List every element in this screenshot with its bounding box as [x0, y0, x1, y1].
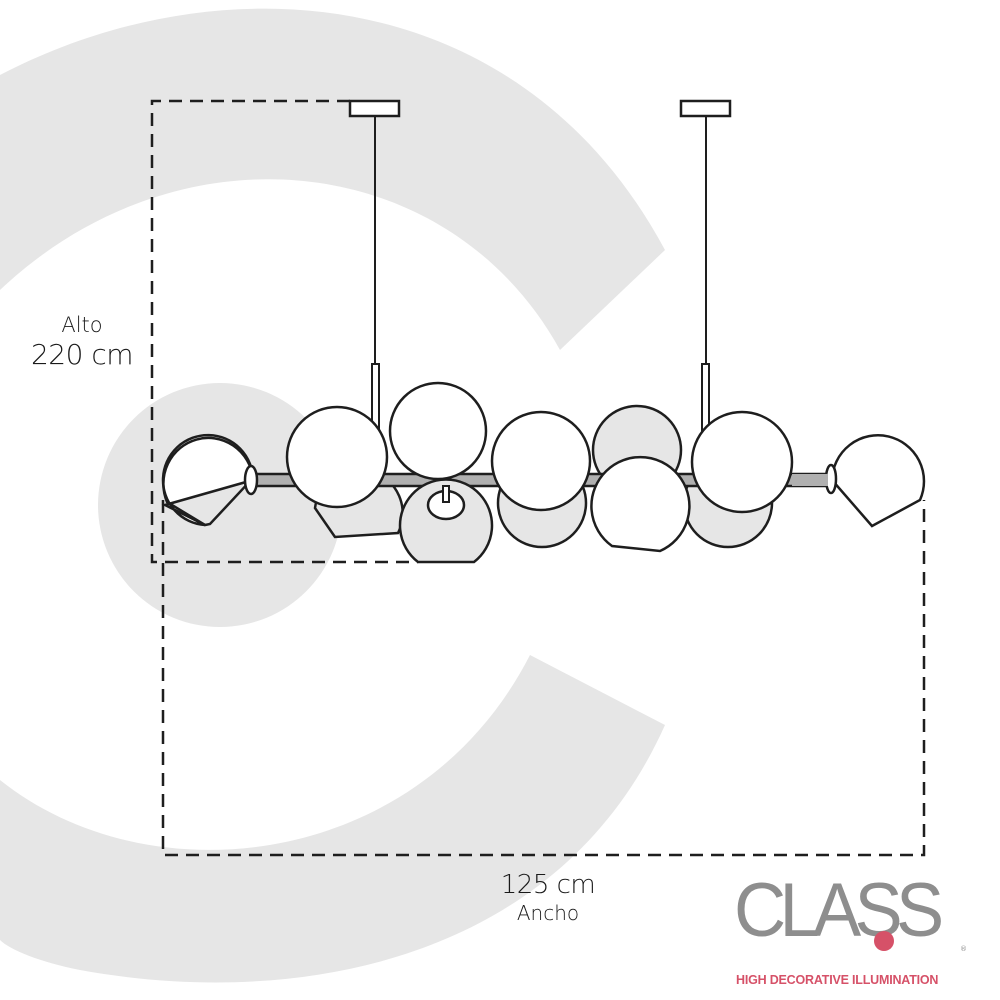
globe-lower-center — [398, 478, 494, 564]
globe-front-5 — [690, 410, 794, 514]
globe-lower-center-socket — [442, 485, 450, 503]
globe-lower-center-body — [398, 478, 494, 564]
registered-mark: ® — [960, 945, 967, 953]
bar-stub-right — [792, 474, 828, 486]
width-label: Ancho — [516, 901, 580, 925]
width-value: 125 cm — [500, 870, 596, 900]
brand-logo: CLASS ® HIGH DECORATIVE ILLUMINATION — [728, 873, 990, 995]
watermark-c-arc-bottom — [0, 655, 665, 983]
suspension — [348, 99, 732, 435]
brand-wordmark: CLASS — [734, 868, 944, 953]
globe-end-left — [161, 433, 255, 527]
globe-end-right — [830, 434, 926, 528]
dimension-lines — [150, 99, 926, 857]
watermark-c-arc — [0, 8, 665, 350]
globe-front-4 — [590, 455, 691, 553]
watermark-c-logo — [0, 8, 665, 983]
ceiling-canopy-left — [348, 99, 401, 118]
globe-front-2 — [285, 405, 389, 509]
watermark-dot — [98, 383, 342, 627]
suspension-rod-right — [701, 363, 710, 435]
globe-end-left-neck — [243, 464, 259, 496]
height-label: Alto — [61, 313, 103, 337]
brand-tagline: HIGH DECORATIVE ILLUMINATION — [736, 973, 939, 987]
ceiling-canopy-right — [679, 99, 732, 118]
brand-accent-dot — [874, 931, 894, 951]
height-dimension-line — [150, 99, 418, 564]
height-value: 220 cm — [30, 338, 134, 371]
front-globes — [161, 381, 926, 553]
globe-top-center — [388, 381, 488, 481]
globe-end-left-body — [162, 436, 255, 527]
width-dimension-line — [161, 500, 926, 857]
globe-front-3 — [490, 410, 592, 512]
